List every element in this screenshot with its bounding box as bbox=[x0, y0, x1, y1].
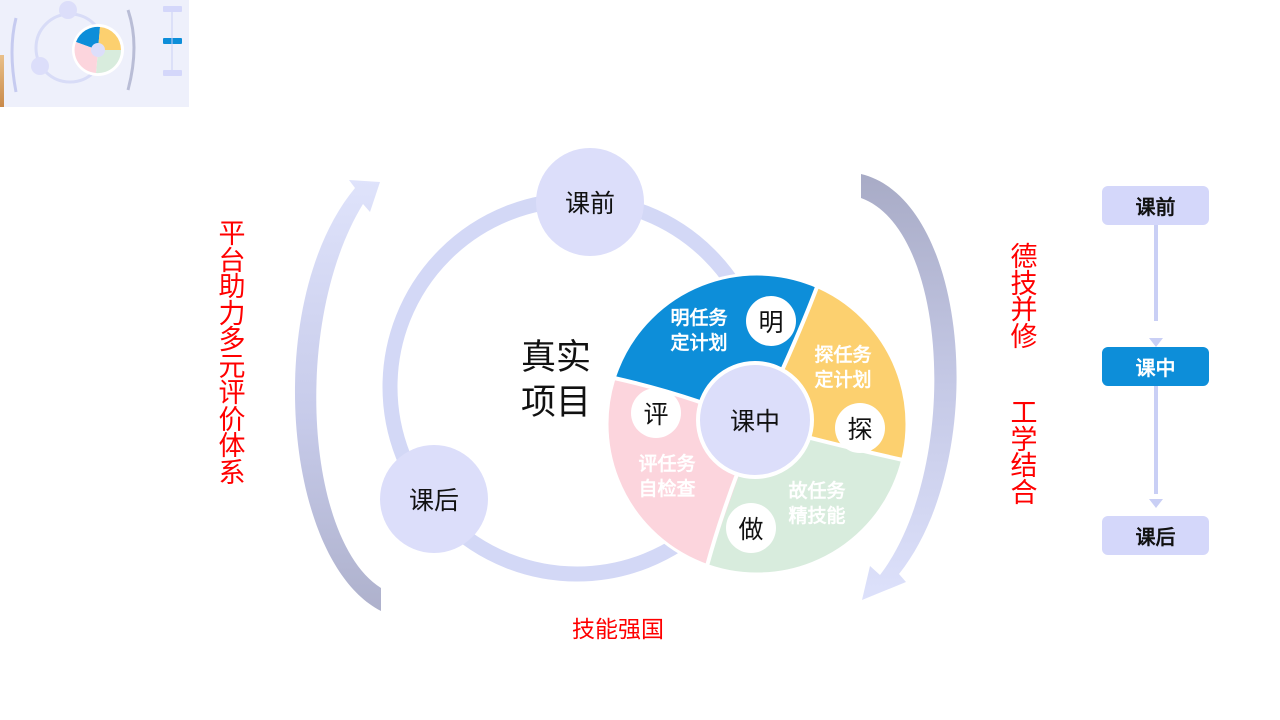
badge-zuo bbox=[726, 503, 776, 553]
segment-zuo-line2: 精技能 bbox=[788, 504, 845, 527]
step-post-class[interactable]: 课后 bbox=[1102, 516, 1209, 555]
badge-ping bbox=[631, 388, 681, 438]
badge-tan-char: 探 bbox=[847, 415, 872, 444]
left-caption: 平台助力多元评价体系 bbox=[218, 219, 246, 489]
node-post-circle bbox=[380, 445, 488, 553]
slide-thumbnail[interactable] bbox=[0, 0, 189, 107]
flow-connector-2 bbox=[1154, 386, 1158, 494]
segment-ming-line1: 明任务 bbox=[670, 306, 728, 329]
segment-ming-line2: 定计划 bbox=[670, 331, 727, 354]
stage-flow: 课前 课中 课后 bbox=[1102, 186, 1209, 556]
core-circle bbox=[696, 361, 814, 479]
thumbnail-edge-strip bbox=[0, 55, 4, 107]
flow-arrow-1 bbox=[1149, 338, 1163, 347]
core-label: 课中 bbox=[730, 407, 780, 436]
thumbnail-diagram bbox=[10, 1, 182, 93]
segment-tan-line1: 探任务 bbox=[814, 343, 872, 366]
node-pre-circle bbox=[536, 148, 644, 256]
step-pre-class[interactable]: 课前 bbox=[1102, 186, 1209, 225]
center-title-line2: 项目 bbox=[521, 383, 591, 423]
badge-ming bbox=[746, 296, 796, 346]
right-caption-1: 德技并修 bbox=[1010, 242, 1038, 353]
flow-arrow-2 bbox=[1149, 499, 1163, 508]
center-title-line1: 真实 bbox=[521, 338, 591, 378]
segment-zuo-line1: 故任务 bbox=[788, 479, 846, 502]
segment-ping-line2: 自检查 bbox=[638, 477, 696, 500]
segment-tan-line2: 定计划 bbox=[814, 368, 871, 391]
segment-ping-line1: 评任务 bbox=[638, 452, 696, 475]
badge-ping-char: 评 bbox=[643, 400, 668, 429]
right-caption-2: 工学结合 bbox=[1010, 398, 1038, 509]
step-in-class[interactable]: 课中 bbox=[1102, 347, 1209, 386]
badge-tan bbox=[835, 403, 885, 453]
flow-connector-1 bbox=[1154, 225, 1158, 321]
bottom-caption: 技能强国 bbox=[572, 617, 664, 643]
node-post-label: 课后 bbox=[409, 486, 459, 515]
right-curved-arrow bbox=[861, 174, 957, 600]
badge-ming-char: 明 bbox=[758, 308, 783, 337]
left-curved-arrow bbox=[294, 180, 381, 611]
badge-zuo-char: 做 bbox=[738, 515, 763, 544]
node-pre-label: 课前 bbox=[565, 189, 615, 218]
